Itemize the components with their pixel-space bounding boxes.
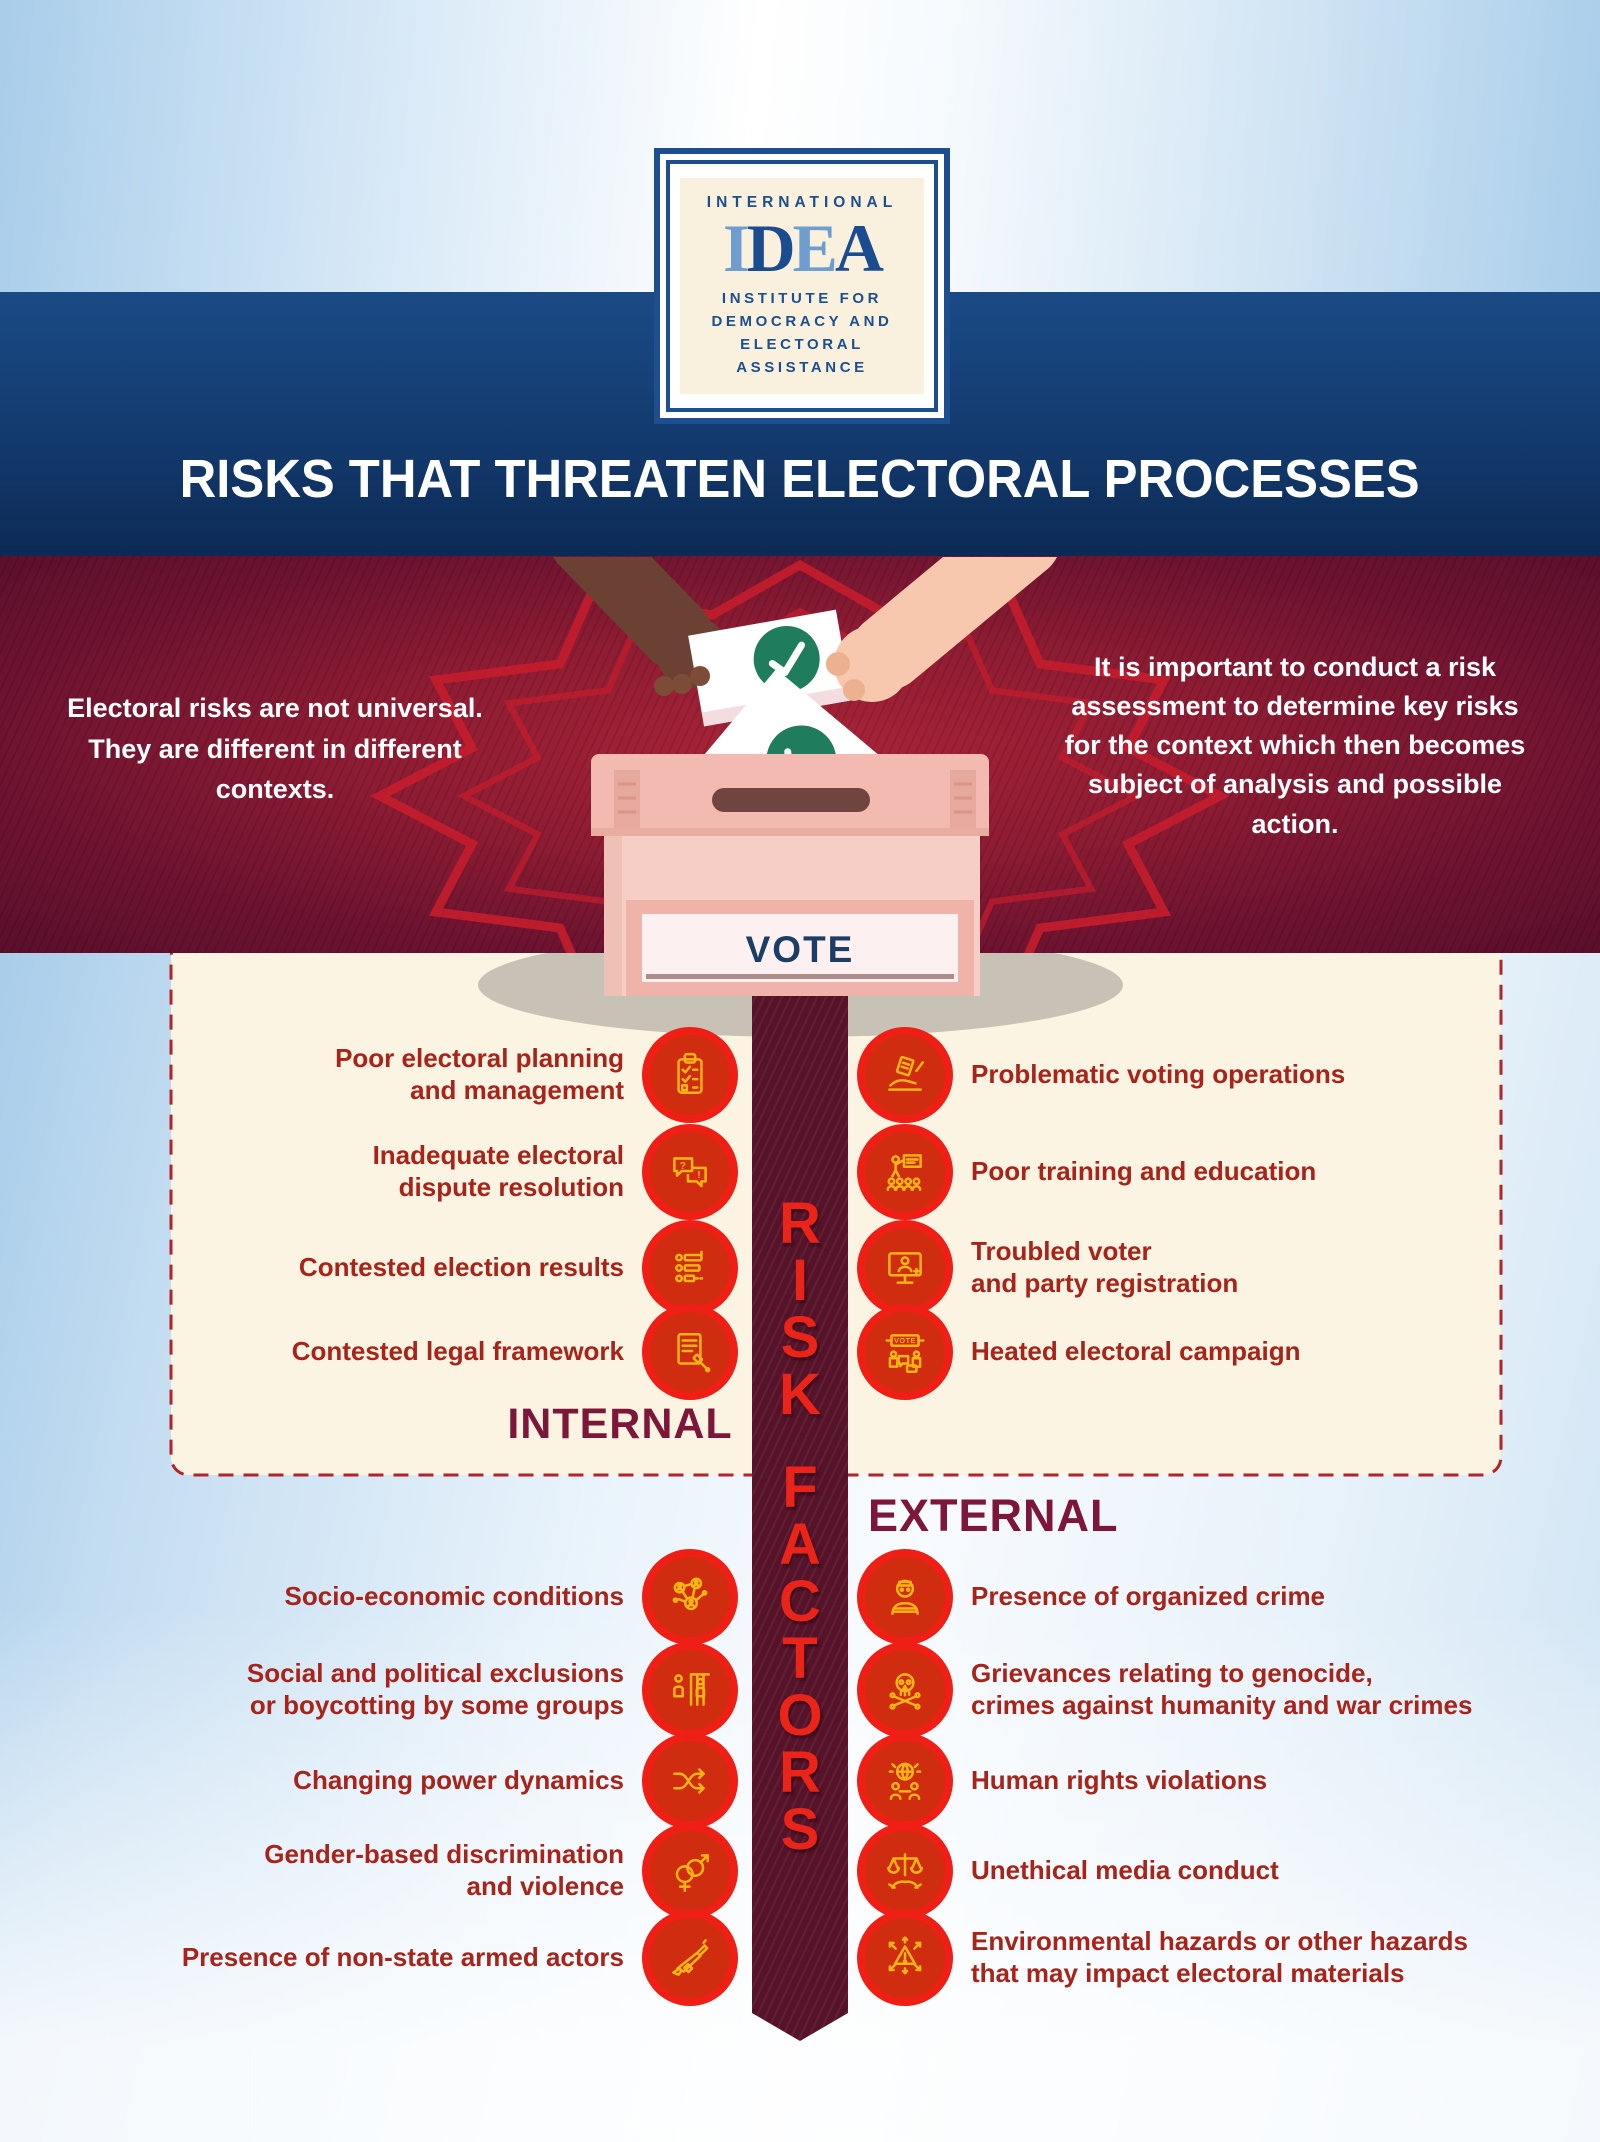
legal-document-icon <box>642 1304 738 1400</box>
svg-text:!: ! <box>697 1170 700 1181</box>
risk-item-external: Gender-based discrimination and violence <box>150 1823 738 1919</box>
risk-item-label: Changing power dynamics <box>293 1765 624 1796</box>
banner-letter: C <box>779 1569 821 1634</box>
risk-item-internal: Poor electoral planning and management <box>150 1027 738 1123</box>
globe-people-icon <box>857 1733 953 1829</box>
risk-item-external: Presence of non-state armed actors <box>150 1910 738 2006</box>
risk-item-internal: Troubled voter and party registration <box>857 1220 1537 1316</box>
training-presentation-icon <box>857 1124 953 1220</box>
external-heading: EXTERNAL <box>868 1490 1119 1541</box>
risk-item-label: Social and political exclusions or boyco… <box>246 1658 624 1720</box>
risk-item-external: Social and political exclusions or boyco… <box>150 1642 738 1738</box>
risk-item-label: Poor electoral planning and management <box>335 1043 624 1105</box>
risk-item-label: Human rights violations <box>971 1765 1268 1796</box>
banner-letter: R <box>779 1740 821 1805</box>
banner-letter: R <box>779 1191 821 1256</box>
risk-item-internal: VOTE Heated electoral campaign <box>857 1304 1537 1400</box>
risk-item-label: Problematic voting operations <box>971 1059 1346 1090</box>
banner-letter: T <box>782 1626 818 1691</box>
shuffle-arrows-icon <box>642 1733 738 1829</box>
exclusion-bars-icon <box>642 1642 738 1738</box>
intro-text-right: It is important to conduct a risk assess… <box>1064 652 1526 839</box>
risk-item-internal: Poor training and education <box>857 1124 1537 1220</box>
criminal-person-icon <box>857 1549 953 1645</box>
rifle-icon <box>642 1910 738 2006</box>
risk-factors-banner: R I S K F A C T O R S <box>752 983 848 2041</box>
risk-item-internal: Contested legal framework <box>150 1304 738 1400</box>
risk-item-label: Poor training and education <box>971 1156 1317 1187</box>
skull-crossbones-icon <box>857 1642 953 1738</box>
banner-letter: K <box>779 1362 821 1427</box>
clipboard-checklist-icon <box>642 1027 738 1123</box>
banner-letter: S <box>780 1305 820 1370</box>
risk-item-external: Socio-economic conditions <box>150 1549 738 1645</box>
risk-item-external: Unethical media conduct <box>857 1823 1537 1919</box>
banner-letter: I <box>791 1248 809 1313</box>
risk-item-label: Contested legal framework <box>291 1336 624 1367</box>
logo-kicker: INTERNATIONAL <box>706 194 898 211</box>
logo-line: ELECTORAL <box>740 336 864 354</box>
risk-item-label: Socio-economic conditions <box>284 1581 624 1612</box>
risk-item-external: Environmental hazards or other hazards t… <box>857 1910 1537 2006</box>
ballot-hand-icon <box>857 1027 953 1123</box>
registration-monitor-icon <box>857 1220 953 1316</box>
risk-item-external: Human rights violations <box>857 1733 1537 1829</box>
risk-item-label: Unethical media conduct <box>971 1855 1279 1886</box>
ballot-box-illustration <box>553 557 1057 996</box>
intro-text-left: Electoral risks are not universal. They … <box>67 693 483 804</box>
scales-hands-icon <box>857 1823 953 1919</box>
risk-item-internal: Contested election results <box>150 1220 738 1316</box>
election-results-icon <box>642 1220 738 1316</box>
risk-item-label: Presence of organized crime <box>971 1581 1326 1612</box>
banner-letter: F <box>782 1455 818 1520</box>
gender-symbols-icon <box>642 1823 738 1919</box>
risk-item-label: Contested election results <box>298 1252 624 1283</box>
risk-item-external: Changing power dynamics <box>150 1733 738 1829</box>
risk-item-label: Presence of non-state armed actors <box>181 1942 624 1973</box>
campaign-banner-icon: VOTE <box>857 1304 953 1400</box>
logo-acronym: IDEA <box>722 210 884 286</box>
banner-letter: S <box>780 1797 820 1862</box>
risk-item-external: Presence of organized crime <box>857 1549 1537 1645</box>
risk-item-internal: Problematic voting operations <box>857 1027 1537 1123</box>
risk-item-label: Grievances relating to genocide, crimes … <box>971 1658 1473 1720</box>
dispute-speech-bubbles-icon: ?! <box>642 1124 738 1220</box>
risk-item-label: Inadequate electoral dispute resolution <box>372 1140 624 1202</box>
risk-item-label: Heated electoral campaign <box>971 1336 1301 1367</box>
international-idea-logo: INTERNATIONAL IDEA INSTITUTE FOR DEMOCRA… <box>654 148 950 424</box>
hazard-triangle-icon <box>857 1910 953 2006</box>
svg-text:?: ? <box>680 1161 686 1172</box>
risk-item-label: Troubled voter and party registration <box>971 1236 1239 1298</box>
svg-text:VOTE: VOTE <box>894 1336 916 1345</box>
logo-line: DEMOCRACY AND <box>711 312 893 330</box>
banner-letter: O <box>777 1683 823 1748</box>
risk-item-label: Gender-based discrimination and violence <box>264 1839 624 1901</box>
ballot-slot <box>712 788 870 812</box>
risk-item-internal: Inadequate electoral dispute resolution … <box>150 1124 738 1220</box>
page-title: RISKS THAT THREATEN ELECTORAL PROCESSES <box>180 449 1420 509</box>
risk-item-label: Environmental hazards or other hazards t… <box>971 1926 1469 1988</box>
risk-item-external: Grievances relating to genocide, crimes … <box>857 1642 1537 1738</box>
internal-heading: INTERNAL <box>507 1400 733 1448</box>
vote-sign-label: VOTE <box>745 929 855 970</box>
logo-line: INSTITUTE FOR <box>721 289 883 307</box>
logo-line: ASSISTANCE <box>736 359 868 377</box>
network-people-icon <box>642 1549 738 1645</box>
banner-letter: A <box>779 1512 821 1577</box>
